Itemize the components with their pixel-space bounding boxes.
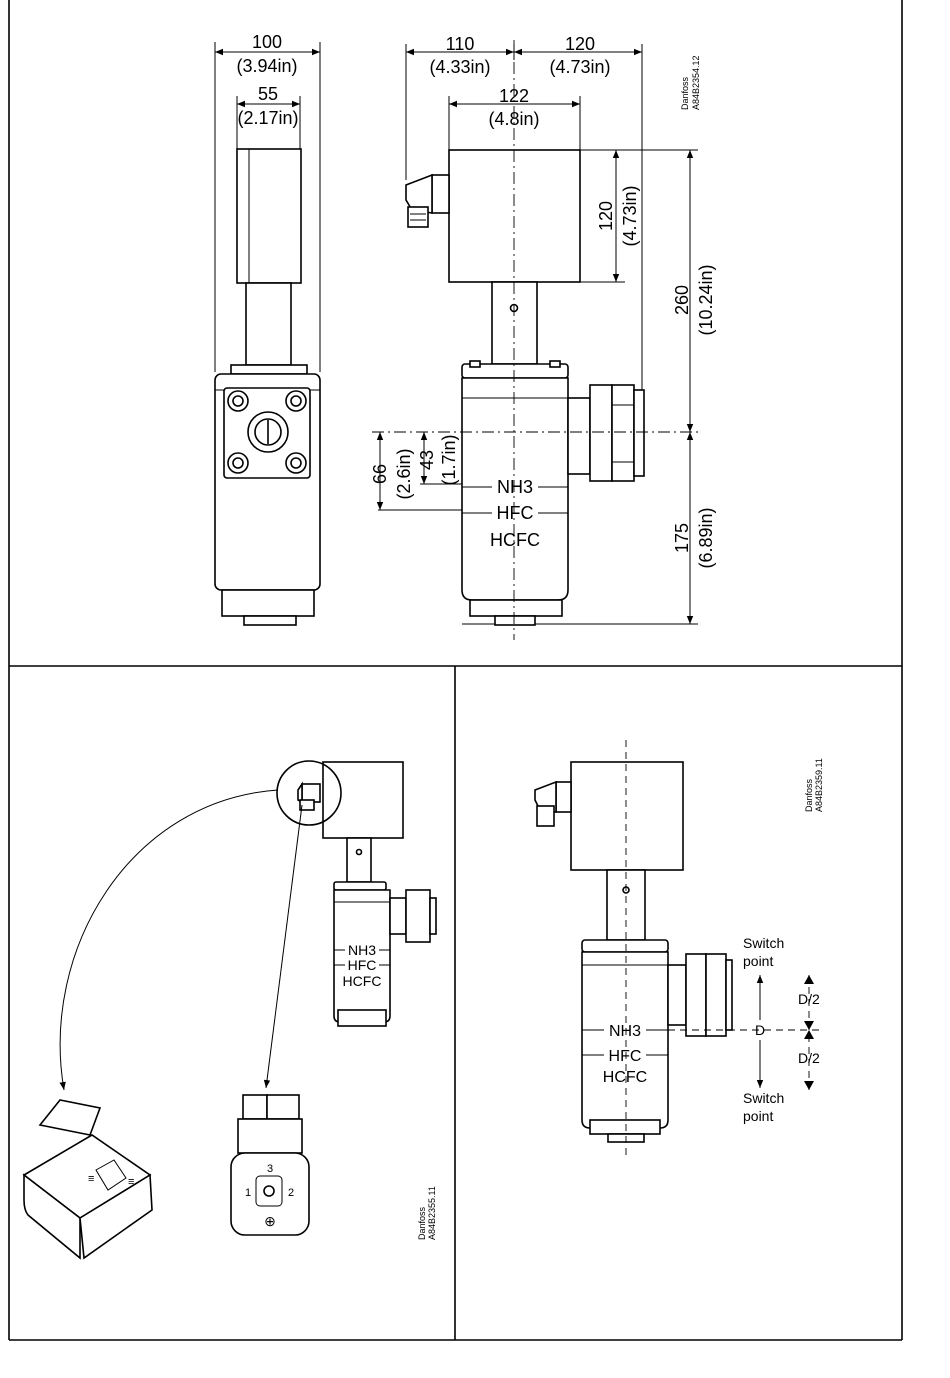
pin-1-label: 1	[245, 1187, 251, 1199]
refrigerant-hcfc-small: HCFC	[343, 973, 382, 989]
refrigerant-nh3-small: NH3	[348, 942, 376, 958]
ref-brand-connector: Danfoss	[417, 1206, 427, 1240]
pin-2-label: 2	[288, 1187, 294, 1199]
switch-point-lower-line1: Switch	[743, 1090, 784, 1106]
d-half-upper-label: D/2	[798, 991, 820, 1007]
connector-overview-valve: NH3 HFC HCFC	[277, 761, 436, 1026]
din-plug-isometric: ≡ ≡	[24, 1100, 152, 1258]
dim-66-inch-label: (2.6in)	[394, 448, 414, 499]
dim-120-vert-label: 120	[596, 201, 616, 231]
drawing-reference-switch: Danfoss A84B2359.11	[804, 758, 824, 812]
pin-earth-label: ⊕	[264, 1213, 276, 1229]
d-half-lower-label: D/2	[798, 1050, 820, 1066]
switch-point-upper-line1: Switch	[743, 935, 784, 951]
refrigerant-hcfc-switch: HCFC	[603, 1069, 647, 1086]
dimension-175: 175 (6.89in)	[672, 432, 716, 624]
dim-110-inch-label: (4.33in)	[429, 57, 490, 77]
dim-100-inch-label: (3.94in)	[236, 56, 297, 76]
dim-43-inch-label: (1.7in)	[439, 434, 459, 485]
ref-brand-switch: Danfoss	[804, 778, 814, 812]
ref-brand-top: Danfoss	[680, 76, 690, 110]
dim-120-top-label: 120	[565, 34, 595, 54]
refrigerant-nh3: NH3	[497, 477, 533, 497]
svg-text:≡: ≡	[88, 1173, 94, 1185]
refrigerant-nh3-switch: NH3	[609, 1023, 641, 1040]
switch-point-upper-line2: point	[743, 953, 773, 969]
dimension-100: 100 (3.94in)	[215, 32, 320, 76]
dimension-110: 110 (4.33in)	[406, 34, 514, 77]
d-label: D	[755, 1022, 765, 1038]
refrigerant-hcfc: HCFC	[490, 530, 540, 550]
dim-43-label: 43	[417, 450, 437, 470]
dim-122-inch-label: (4.8in)	[488, 109, 539, 129]
dim-55-label: 55	[258, 84, 278, 104]
din-plug-face: 3 1 2 ⊕	[231, 1095, 309, 1235]
pin-3-label: 3	[267, 1163, 273, 1175]
dimension-55: 55 (2.17in)	[237, 84, 300, 128]
dim-175-inch-label: (6.89in)	[696, 507, 716, 568]
drawing-reference-connector: Danfoss A84B2355.11	[417, 1186, 437, 1240]
svg-text:≡: ≡	[128, 1176, 134, 1188]
side-view-valve	[215, 42, 320, 625]
ref-code-connector: A84B2355.11	[427, 1186, 437, 1240]
dim-120-top-inch-label: (4.73in)	[549, 57, 610, 77]
dimension-43: 43 (1.7in)	[417, 432, 462, 486]
dimension-122: 122 (4.8in)	[449, 86, 580, 129]
refrigerant-hfc-switch: HFC	[609, 1048, 642, 1065]
dim-110-label: 110	[446, 34, 475, 54]
switch-point-dimensions: D Switch point Switch point D/2 D/2	[743, 935, 820, 1124]
dim-260-inch-label: (10.24in)	[696, 264, 716, 335]
dim-120-vert-inch-label: (4.73in)	[620, 185, 640, 246]
dim-100-label: 100	[252, 32, 282, 52]
ref-code-top: A84B2354.12	[691, 55, 701, 110]
dim-175-label: 175	[672, 523, 692, 553]
dim-66-label: 66	[370, 464, 390, 484]
dimension-120-vertical: 120 (4.73in)	[596, 150, 640, 282]
dim-122-label: 122	[499, 86, 529, 106]
dimension-260: 260 (10.24in)	[672, 150, 716, 432]
dimension-120-horizontal: 120 (4.73in)	[514, 34, 642, 77]
refrigerant-hfc: HFC	[497, 503, 534, 523]
dim-55-inch-label: (2.17in)	[237, 108, 298, 128]
switch-point-lower-line2: point	[743, 1108, 773, 1124]
dim-260-label: 260	[672, 285, 692, 315]
drawing-reference-top: Danfoss A84B2354.12	[680, 55, 701, 110]
refrigerant-hfc-small: HFC	[348, 957, 377, 973]
connector-callout-arrows	[60, 790, 302, 1090]
ref-code-switch: A84B2359.11	[814, 758, 824, 812]
front-view-valve	[372, 40, 700, 640]
